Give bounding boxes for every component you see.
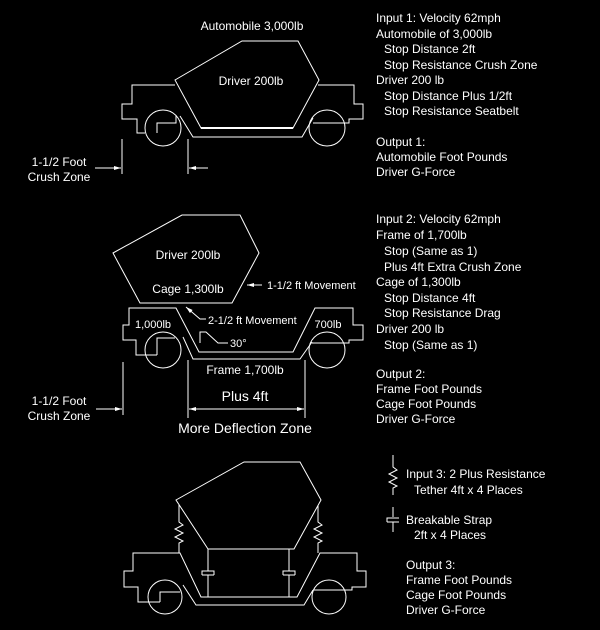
leader-arrow bbox=[185, 306, 206, 320]
cage-label: Cage 1,300lb bbox=[152, 282, 224, 296]
note-line: Stop Resistance Drag bbox=[384, 306, 501, 320]
rear-wheel bbox=[311, 579, 347, 615]
note-line: Tether 4ft x 4 Places bbox=[414, 483, 523, 497]
note-line: Stop Resistance Seatbelt bbox=[384, 104, 519, 118]
frame-label: Frame 1,700lb bbox=[206, 363, 284, 377]
note-line: Driver G-Force bbox=[376, 165, 456, 179]
note-line: Automobile Foot Pounds bbox=[376, 150, 507, 164]
note-line: Input 3: 2 Plus Resistance bbox=[406, 467, 546, 481]
cage bbox=[175, 461, 322, 550]
note-line: Stop (Same as 1) bbox=[384, 244, 477, 258]
spring-icon bbox=[387, 455, 399, 495]
frame-outer bbox=[123, 552, 367, 603]
frame-lower bbox=[182, 336, 313, 360]
note-line: Cage Foot Pounds bbox=[376, 397, 476, 411]
note-line: Stop Distance Plus 1/2ft bbox=[384, 89, 513, 103]
crush-zone-label: 1-1/2 Foot bbox=[32, 394, 87, 408]
note-line: 2ft x 4 Places bbox=[414, 528, 486, 542]
note-line: Driver G-Force bbox=[376, 412, 456, 426]
note-line: Driver 200 lb bbox=[376, 322, 444, 336]
note-line: Cage Foot Pounds bbox=[406, 588, 506, 602]
car-body-rear bbox=[313, 84, 364, 124]
breakable-strap-icon bbox=[386, 507, 399, 532]
front-wheel bbox=[144, 331, 182, 369]
cage bbox=[112, 214, 260, 304]
spring-icon bbox=[173, 505, 185, 553]
front-weight-label: 1,000lb bbox=[135, 319, 171, 331]
note-line: Driver G-Force bbox=[406, 603, 486, 617]
chassis bbox=[179, 115, 314, 138]
automobile-1: Automobile 3,000lb Driver 200lb 1-1/2 Fo… bbox=[28, 19, 364, 184]
car-body bbox=[121, 84, 175, 134]
automobile-3 bbox=[123, 461, 367, 615]
rear-wheel bbox=[308, 109, 346, 147]
note-line: Frame Foot Pounds bbox=[406, 573, 512, 587]
note-line: Plus 4ft Extra Crush Zone bbox=[384, 260, 522, 274]
note-line: Input 1: Velocity 62mph bbox=[376, 11, 501, 25]
note-line: Stop Distance 2ft bbox=[384, 42, 476, 56]
notes-2: Input 2: Velocity 62mph Frame of 1,700lb… bbox=[376, 212, 522, 426]
angle-marker bbox=[199, 331, 228, 344]
frame-step bbox=[159, 591, 180, 602]
cage-movement-label: 1-1/2 ft Movement bbox=[267, 280, 356, 292]
note-line: Output 2: bbox=[376, 367, 425, 381]
spring-icon bbox=[312, 505, 324, 553]
breakable-strap-icon bbox=[282, 549, 296, 597]
note-line: Input 2: Velocity 62mph bbox=[376, 212, 501, 226]
note-line: Output 3: bbox=[406, 558, 455, 572]
crush-zone-label: Crush Zone bbox=[28, 170, 91, 184]
plus-4ft-label: Plus 4ft bbox=[222, 388, 269, 404]
note-line: Stop Resistance Crush Zone bbox=[384, 58, 538, 72]
note-line: Stop (Same as 1) bbox=[384, 338, 477, 352]
rear-weight-label: 700lb bbox=[315, 319, 342, 331]
note-line: Output 1: bbox=[376, 135, 425, 149]
note-line: Breakable Strap bbox=[406, 513, 492, 527]
frame-front bbox=[122, 307, 364, 356]
angle-label: 30° bbox=[230, 338, 247, 350]
deflection-zone-label: More Deflection Zone bbox=[178, 420, 312, 436]
note-line: Automobile of 3,000lb bbox=[376, 27, 492, 41]
crush-zone-label: Crush Zone bbox=[28, 409, 91, 423]
breakable-strap-icon bbox=[201, 549, 215, 597]
front-wheel bbox=[147, 579, 183, 615]
driver-movement-label: 2-1/2 ft Movement bbox=[208, 315, 297, 327]
automobile-2: Driver 200lb Cage 1,300lb 1-1/2 ft Movem… bbox=[28, 214, 364, 436]
front-wheel bbox=[144, 109, 182, 147]
frame-step bbox=[156, 337, 175, 355]
automobile-label: Automobile 3,000lb bbox=[201, 19, 304, 33]
note-line: Frame of 1,700lb bbox=[376, 228, 467, 242]
note-line: Driver 200 lb bbox=[376, 73, 444, 87]
note-line: Frame Foot Pounds bbox=[376, 382, 482, 396]
driver-label: Driver 200lb bbox=[219, 74, 284, 88]
note-line: Cage of 1,300lb bbox=[376, 275, 461, 289]
notes-3: Input 3: 2 Plus Resistance Tether 4ft x … bbox=[406, 467, 546, 617]
rear-wheel bbox=[308, 331, 346, 369]
car-body-step bbox=[156, 115, 177, 133]
crush-zone-label: 1-1/2 Foot bbox=[32, 155, 87, 169]
notes-1: Input 1: Velocity 62mph Automobile of 3,… bbox=[376, 11, 538, 179]
note-line: Stop Distance 4ft bbox=[384, 291, 476, 305]
driver-label: Driver 200lb bbox=[156, 248, 221, 262]
frame-lower bbox=[182, 584, 314, 606]
